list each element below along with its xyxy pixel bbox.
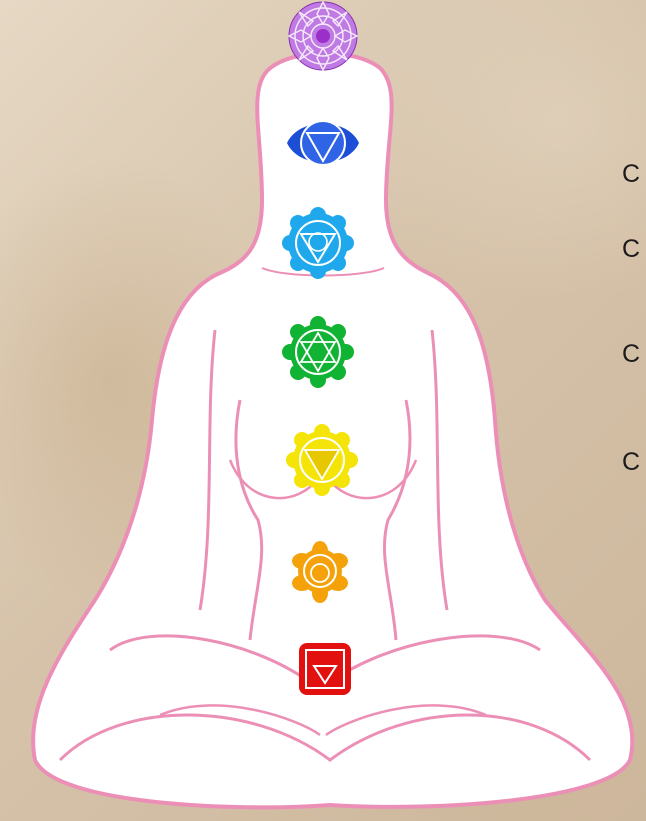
side-label-4: C [622,448,646,476]
side-label-1: C [622,160,646,188]
root-chakra-icon [299,643,351,695]
heart-chakra-icon [282,316,354,388]
side-label-3: C [622,340,646,368]
side-label-2: C [622,235,646,263]
crown-chakra-icon [289,2,357,70]
throat-chakra-icon [282,207,354,279]
solar-plexus-chakra-icon [286,424,358,496]
